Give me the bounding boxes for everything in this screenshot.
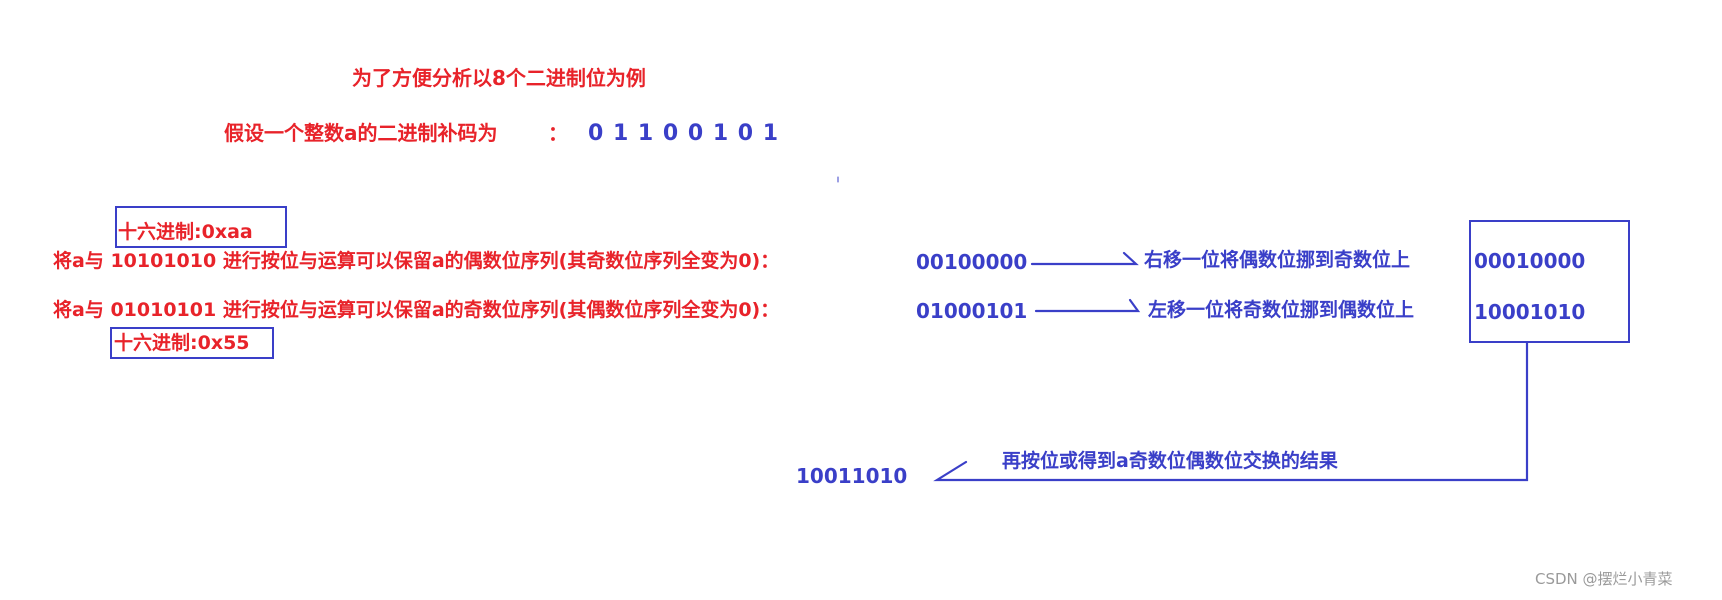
hex-label-0xaa: 十六进制:0xaa <box>118 221 253 243</box>
odd-row-desc: 进行按位与运算可以保留a的奇数位序列 <box>216 299 559 321</box>
assumption-label: 假设一个整数a的二进制补码为 <box>224 121 498 145</box>
odd-row-shift-label: 左移一位将奇数位挪到偶数位上 <box>1148 299 1415 321</box>
even-row-prefix: 将a与 <box>53 250 111 272</box>
odd-row-mask: 01010101 <box>110 299 217 321</box>
odd-shift-arrow <box>1034 298 1141 313</box>
even-row-note: (其奇数位序列全变为0)： <box>558 250 780 272</box>
diagram-title: 为了方便分析以8个二进制位为例 <box>352 66 646 90</box>
even-row-result: 00100000 <box>916 250 1028 274</box>
odd-row-sentence: 将a与 01010101 进行按位与运算可以保留a的奇数位序列(其偶数位序列全变… <box>53 301 779 320</box>
assumption-binary-value: 0 1 1 0 0 1 0 1 <box>588 121 780 146</box>
odd-row-note: (其偶数位序列全变为0)： <box>558 299 780 321</box>
even-row-mask: 10101010 <box>110 250 217 272</box>
even-row-shifted: 00010000 <box>1474 249 1586 273</box>
even-row-sentence: 将a与 10101010 进行按位与运算可以保留a的偶数位序列(其奇数位序列全变… <box>53 252 779 271</box>
even-row-shift-label: 右移一位将偶数位挪到奇数位上 <box>1144 249 1411 271</box>
shifted-results-box <box>1469 220 1630 343</box>
odd-row-shifted: 10001010 <box>1474 300 1586 324</box>
even-row-desc: 进行按位与运算可以保留a的偶数位序列 <box>216 250 559 272</box>
hex-box-0xaa <box>115 206 287 248</box>
even-shift-arrow <box>1030 251 1139 266</box>
assumption-colon: ： <box>548 121 568 145</box>
odd-row-result: 01000101 <box>916 299 1028 323</box>
final-result-value: 10011010 <box>796 464 908 488</box>
final-result-label: 再按位或得到a奇数位偶数位交换的结果 <box>1002 450 1338 472</box>
odd-row-prefix: 将a与 <box>53 299 111 321</box>
hex-label-0x55: 十六进制:0x55 <box>114 332 250 354</box>
hex-box-0x55 <box>110 327 274 359</box>
watermark: CSDN @摆烂小青菜 <box>1535 570 1673 588</box>
